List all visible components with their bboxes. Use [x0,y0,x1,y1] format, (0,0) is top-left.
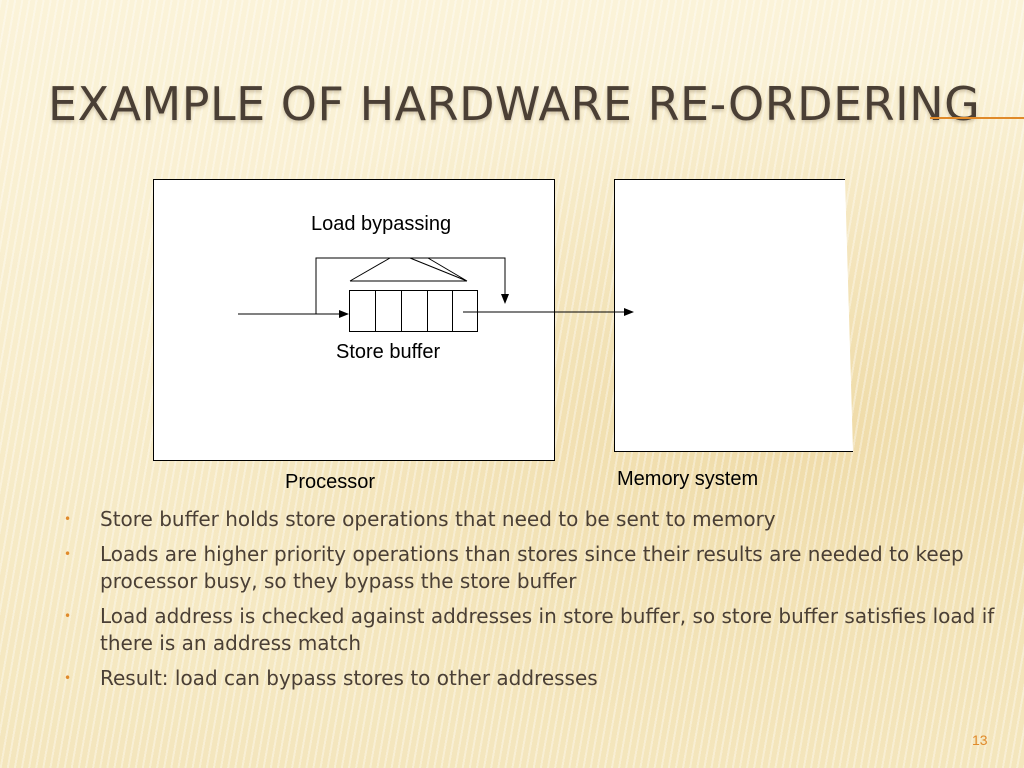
title-rule [930,117,1024,119]
processor-label: Processor [285,471,376,493]
bullet-text: Loads are higher priority operations tha… [100,542,964,593]
memory-system-bracket [614,179,853,452]
bullet-dot-icon: • [64,609,72,623]
bullet-item: • Load address is checked against addres… [62,603,1002,657]
bullet-dot-icon: • [64,547,72,561]
store-buffer [349,290,478,332]
bullet-item: • Result: load can bypass stores to othe… [62,665,1002,692]
page-number: 13 [972,732,988,748]
slide-title: EXAMPLE OF HARDWARE RE-ORDERING [48,77,981,131]
bullet-item: • Loads are higher priority operations t… [62,541,1002,595]
bullet-text: Store buffer holds store operations that… [100,507,776,531]
bullet-item: • Store buffer holds store operations th… [62,506,1002,533]
bullet-text: Load address is checked against addresse… [100,604,995,655]
bullet-text: Result: load can bypass stores to other … [100,666,598,690]
store-buffer-label: Store buffer [336,341,441,363]
bullet-list: • Store buffer holds store operations th… [62,506,1002,700]
bullet-dot-icon: • [64,512,72,526]
bypass-path [315,257,509,314]
load-bypassing-label: Load bypassing [311,213,452,235]
bullet-dot-icon: • [64,671,72,685]
memory-system-label: Memory system [617,468,759,490]
